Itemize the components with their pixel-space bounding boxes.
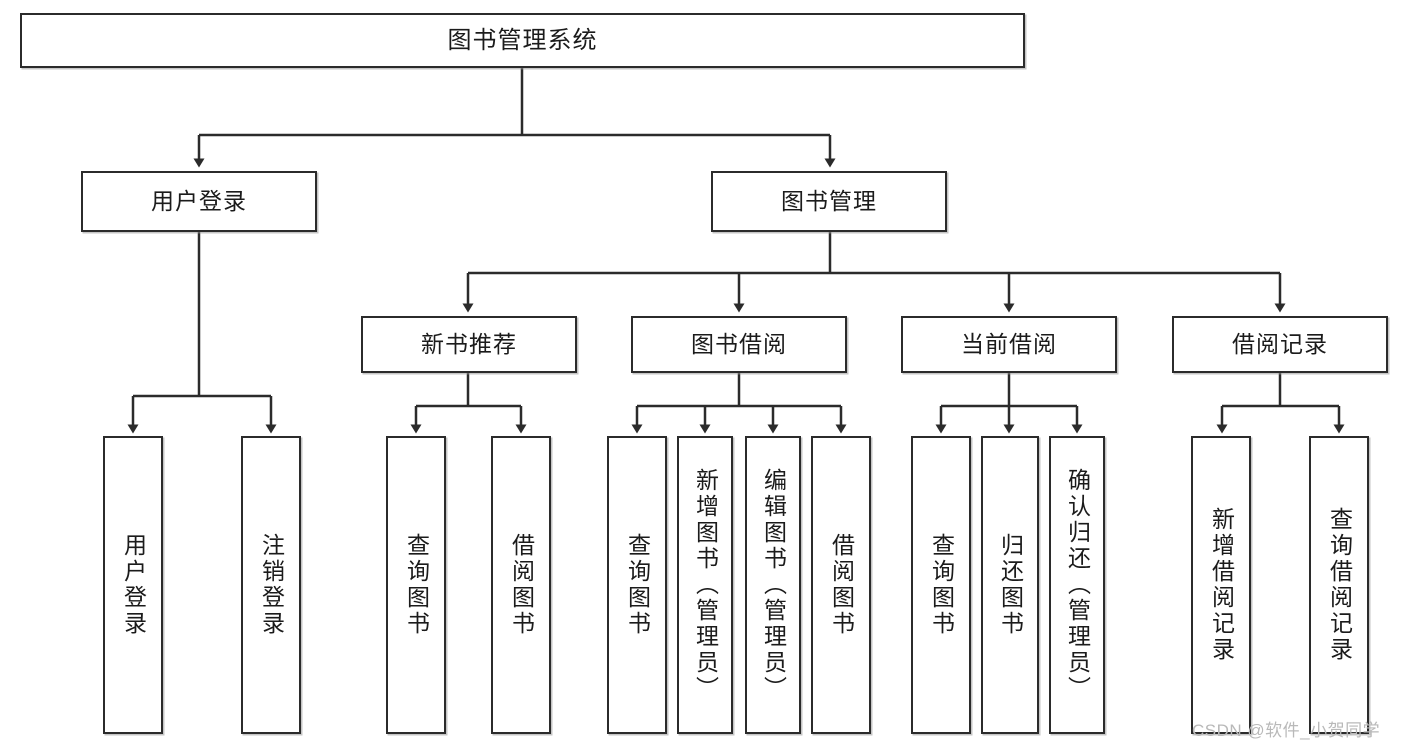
node-book-management[interactable]: 图书管理 bbox=[711, 171, 947, 232]
leaf-current-borrow-confirm-return-admin[interactable]: 确认归还（管理员） bbox=[1049, 436, 1105, 734]
node-label: 借阅图书 bbox=[508, 533, 535, 637]
node-label: 图书管理系统 bbox=[447, 26, 598, 54]
node-label: 借阅记录 bbox=[1232, 331, 1328, 358]
node-label: 图书借阅 bbox=[691, 331, 787, 358]
node-label: 借阅图书 bbox=[828, 533, 855, 637]
csdn-watermark: CSDN @软件_小贺同学 bbox=[1192, 721, 1381, 740]
node-label: 图书管理 bbox=[781, 188, 877, 215]
leaf-current-borrow-return-book[interactable]: 归还图书 bbox=[981, 436, 1039, 734]
node-new-book-recommend[interactable]: 新书推荐 bbox=[361, 316, 577, 373]
node-root-book-management-system[interactable]: 图书管理系统 bbox=[20, 13, 1025, 68]
leaf-book-borrow-add-book-admin[interactable]: 新增图书（管理员） bbox=[677, 436, 733, 734]
node-user-login[interactable]: 用户登录 bbox=[81, 171, 317, 232]
node-label: 新增借阅记录 bbox=[1208, 507, 1235, 663]
node-label: 查询图书 bbox=[624, 533, 651, 637]
leaf-user-login[interactable]: 用户登录 bbox=[103, 436, 163, 734]
node-current-borrow[interactable]: 当前借阅 bbox=[901, 316, 1117, 373]
node-label: 新增图书（管理员） bbox=[692, 468, 719, 702]
node-label: 当前借阅 bbox=[961, 331, 1057, 358]
node-label: 查询图书 bbox=[403, 533, 430, 637]
node-label: 确认归还（管理员） bbox=[1064, 468, 1091, 702]
leaf-borrow-record-add-record[interactable]: 新增借阅记录 bbox=[1191, 436, 1251, 734]
node-book-borrow[interactable]: 图书借阅 bbox=[631, 316, 847, 373]
node-label: 编辑图书（管理员） bbox=[760, 468, 787, 702]
node-label: 查询图书 bbox=[928, 533, 955, 637]
leaf-new-book-borrow-book[interactable]: 借阅图书 bbox=[491, 436, 551, 734]
node-label: 归还图书 bbox=[997, 533, 1024, 637]
node-label: 用户登录 bbox=[120, 533, 147, 637]
node-label: 注销登录 bbox=[258, 533, 285, 637]
leaf-borrow-record-query-record[interactable]: 查询借阅记录 bbox=[1309, 436, 1369, 734]
leaf-book-borrow-edit-book-admin[interactable]: 编辑图书（管理员） bbox=[745, 436, 801, 734]
node-borrow-record[interactable]: 借阅记录 bbox=[1172, 316, 1388, 373]
node-label: 新书推荐 bbox=[421, 331, 517, 358]
node-label: 用户登录 bbox=[151, 188, 247, 215]
node-label: 查询借阅记录 bbox=[1326, 507, 1353, 663]
leaf-new-book-query-book[interactable]: 查询图书 bbox=[386, 436, 446, 734]
leaf-book-borrow-borrow-book[interactable]: 借阅图书 bbox=[811, 436, 871, 734]
leaf-current-borrow-query-book[interactable]: 查询图书 bbox=[911, 436, 971, 734]
leaf-logout[interactable]: 注销登录 bbox=[241, 436, 301, 734]
leaf-book-borrow-query-book[interactable]: 查询图书 bbox=[607, 436, 667, 734]
